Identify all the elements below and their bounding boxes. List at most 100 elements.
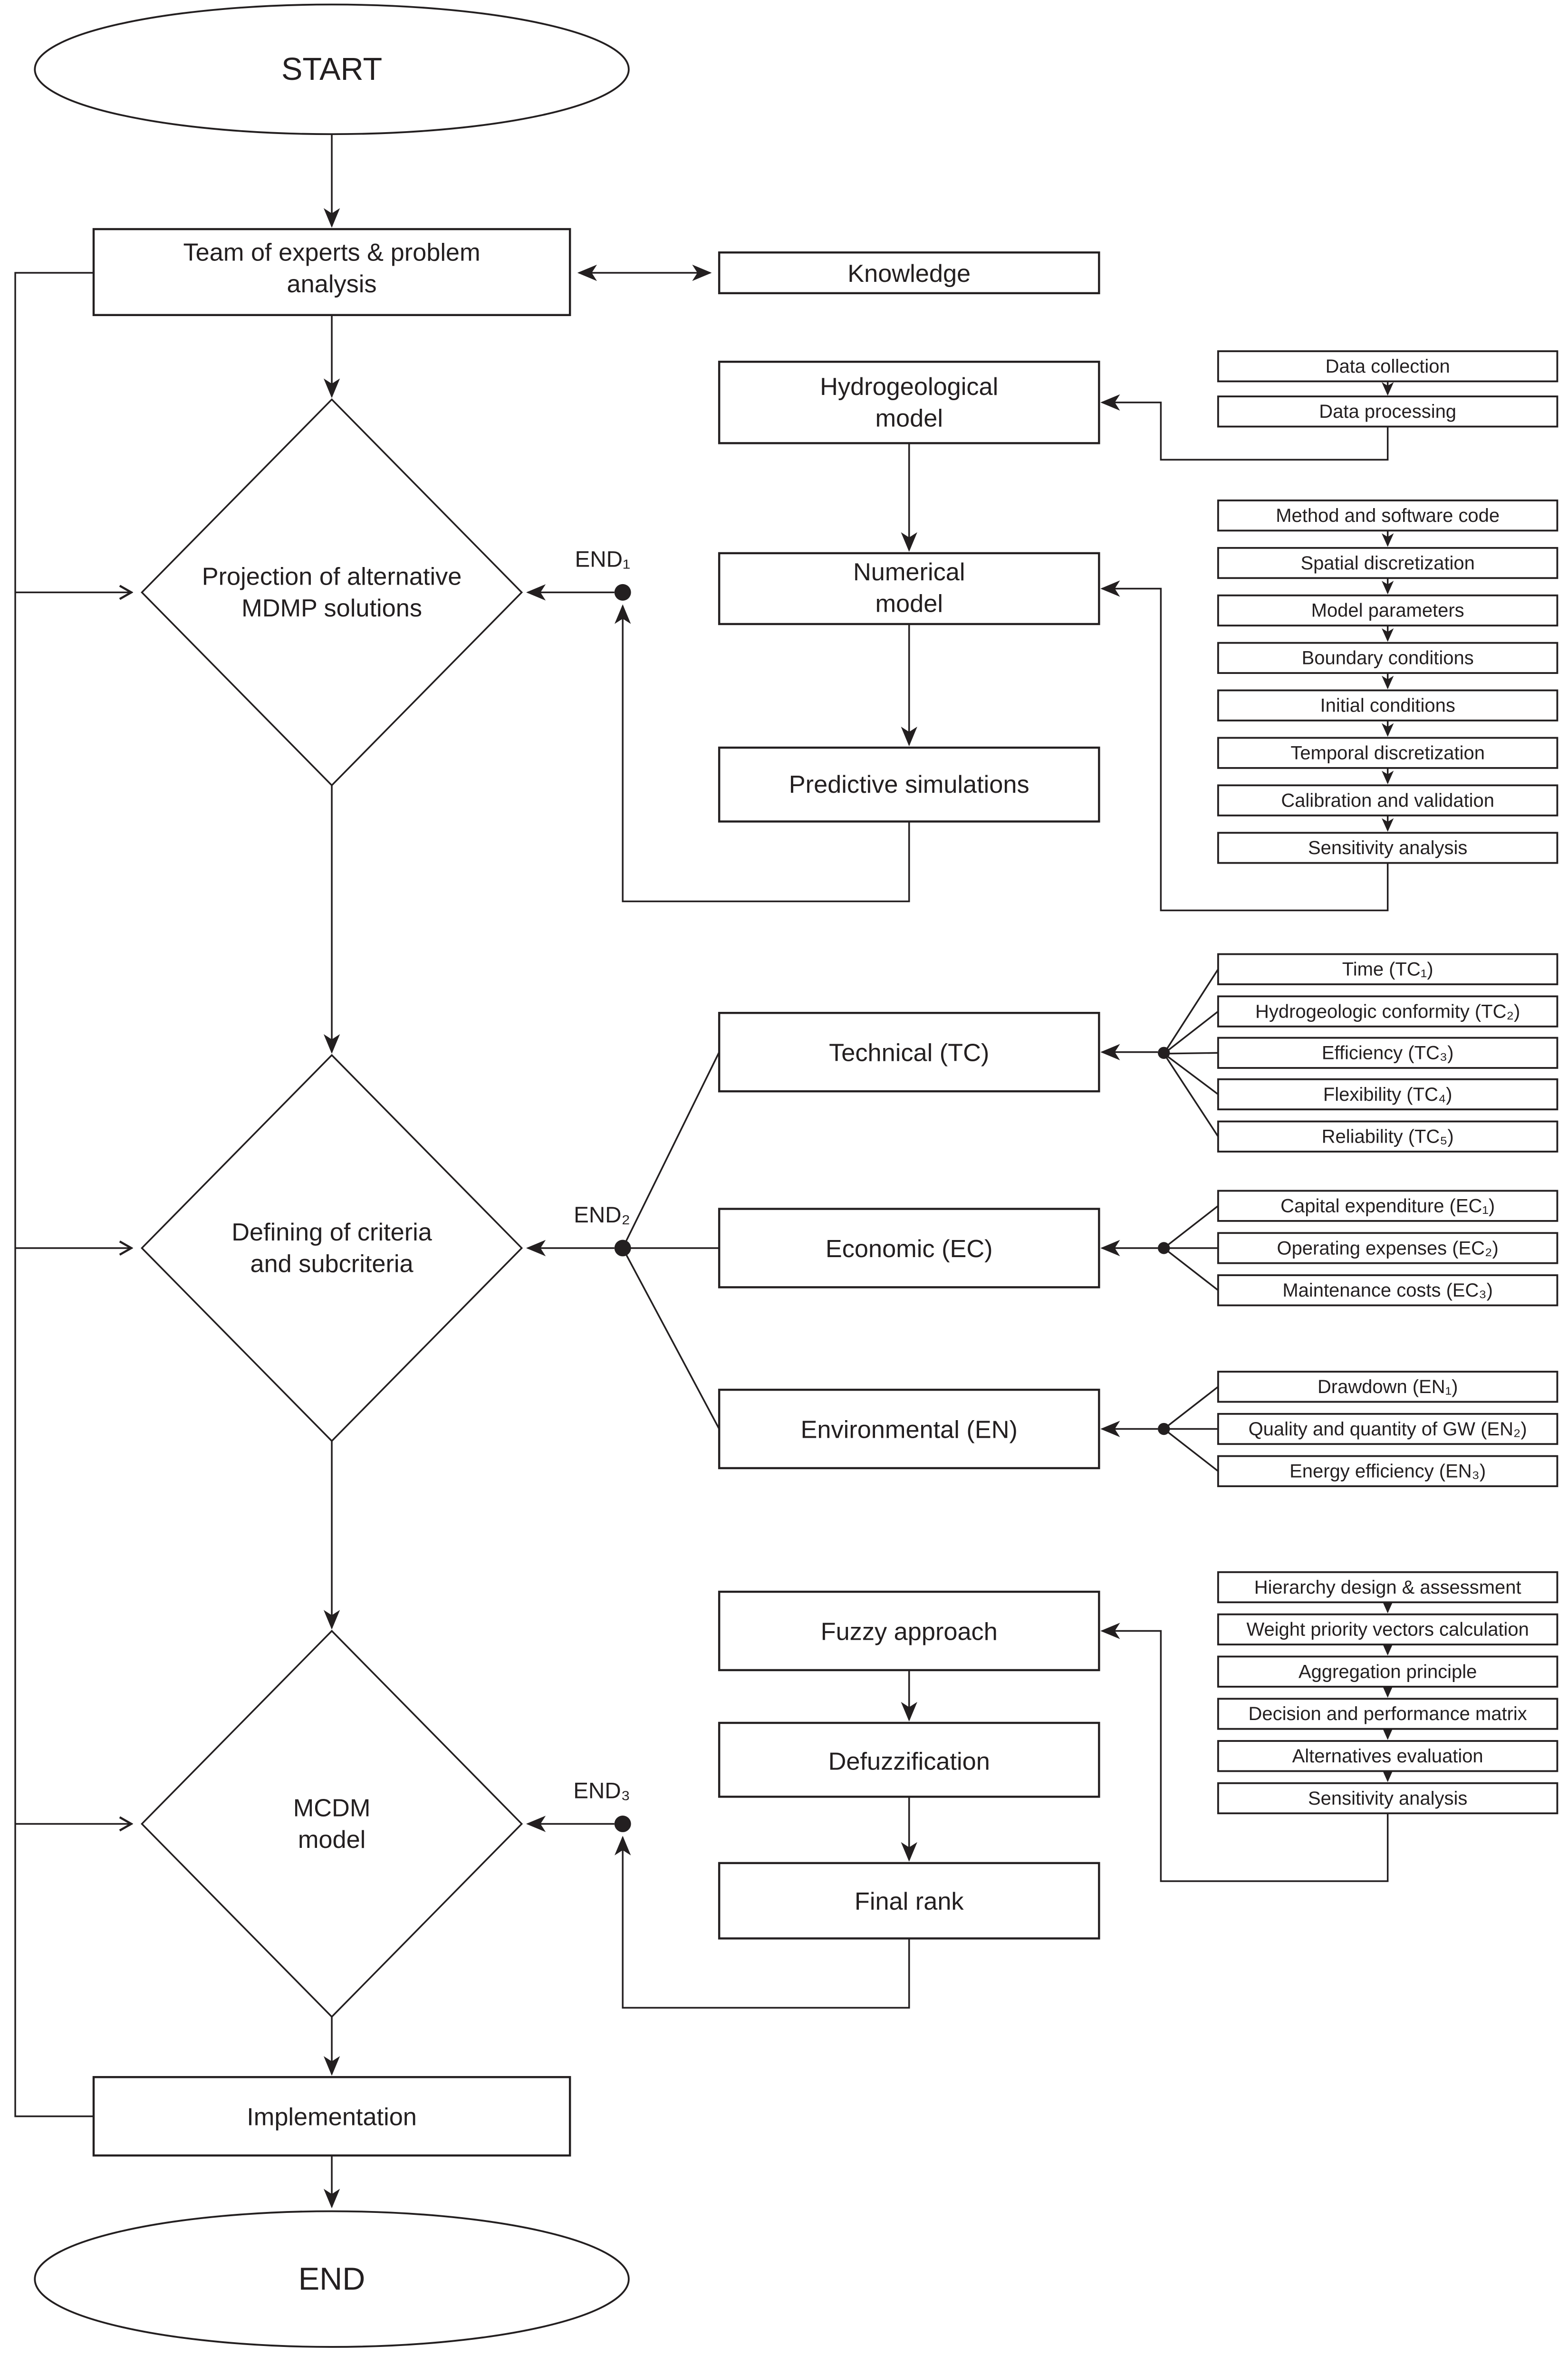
model-step-box	[1217, 737, 1558, 769]
end3-junction-dot	[614, 1816, 631, 1832]
ec-subcriterion-label: Capital expenditure (EC₁)	[1280, 1195, 1495, 1216]
mcdm-diamond-label-line2: model	[298, 1826, 366, 1854]
end3-label: END₃	[573, 1779, 630, 1804]
implementation-box	[92, 2076, 571, 2157]
edge-ecfan-line-1	[1163, 1205, 1219, 1249]
ec-subcriterion-box	[1217, 1232, 1558, 1264]
mcdm-diamond-label-line1: MCDM	[293, 1795, 371, 1822]
end2-junction-dot	[614, 1240, 631, 1257]
en-subcriterion-label: Drawdown (EN₁)	[1318, 1376, 1458, 1397]
defining-diamond-label-line1: Defining of criteria	[231, 1219, 432, 1246]
mcdm-step-box	[1217, 1571, 1558, 1604]
en-subcriterion-label: Energy efficiency (EN₃)	[1289, 1461, 1486, 1482]
final-rank-box	[718, 1862, 1100, 1940]
final-rank-label: Final rank	[855, 1888, 964, 1915]
edge-end2-to-environmental	[622, 1248, 720, 1430]
start-label: START	[281, 52, 382, 87]
edge-tcfan-line-5	[1163, 1053, 1219, 1137]
defining-diamond-label-line2: and subcriteria	[250, 1250, 414, 1278]
mcdm-step-box	[1217, 1613, 1558, 1645]
team-of-experts-box	[92, 228, 571, 317]
start-terminator	[34, 3, 630, 135]
model-step-box	[1217, 500, 1558, 532]
model-step-label: Method and software code	[1276, 505, 1500, 526]
edge-enfan-line-1	[1163, 1386, 1219, 1430]
fuzzy-label: Fuzzy approach	[821, 1618, 998, 1646]
predictive-simulations-box	[718, 746, 1100, 823]
hydrogeological-model-box	[718, 360, 1100, 444]
ec-subcriterion-label: Operating expenses (EC₂)	[1277, 1238, 1499, 1259]
tc-subcriterion-label: Flexibility (TC₄)	[1323, 1084, 1453, 1105]
mcdm-step-label: Alternatives evaluation	[1292, 1746, 1483, 1767]
defuzzification-label: Defuzzification	[828, 1748, 990, 1775]
ec-subcriterion-label: Maintenance costs (EC₃)	[1282, 1280, 1493, 1301]
model-step-box	[1217, 832, 1558, 864]
numerical-model-box	[718, 552, 1100, 625]
environmental-label: Environmental (EN)	[801, 1416, 1018, 1444]
economic-criteria-box	[718, 1208, 1100, 1288]
data-collection-label: Data collection	[1326, 356, 1450, 377]
implementation-label: Implementation	[247, 2104, 417, 2131]
technical-label: Technical (TC)	[829, 1039, 989, 1067]
tc-subcriterion-box	[1217, 953, 1558, 985]
numerical-label-line2: model	[875, 590, 943, 618]
en-fan-dot	[1158, 1423, 1170, 1435]
end1-label: END₁	[575, 547, 630, 572]
en-subcriterion-label: Quality and quantity of GW (EN₂)	[1249, 1419, 1527, 1440]
mcdm-decision-diamond	[141, 1630, 523, 2018]
mcdm-step-box	[1217, 1740, 1558, 1772]
mcdm-step-label: Weight priority vectors calculation	[1246, 1619, 1529, 1640]
tc-subcriterion-label: Hydrogeologic conformity (TC₂)	[1255, 1001, 1520, 1022]
edge-dataprocessing-to-hydrogeological	[1100, 394, 1389, 461]
model-step-box	[1217, 547, 1558, 579]
ec-fan-dot	[1158, 1242, 1170, 1254]
edge-modelsteps-to-numerical	[1100, 580, 1389, 912]
projection-diamond-label-line1: Projection of alternative	[202, 563, 462, 591]
edge-mcdmsteps-to-fuzzy	[1100, 1623, 1389, 1882]
data-processing-label: Data processing	[1319, 401, 1456, 422]
edge-finalrank-loop-to-end3	[614, 1836, 910, 2009]
model-step-label: Initial conditions	[1320, 695, 1455, 716]
mcdm-step-label: Hierarchy design & assessment	[1254, 1577, 1521, 1598]
edge-expert-feedback-bus	[14, 272, 94, 2117]
end-label: END	[298, 2261, 366, 2297]
mcdm-step-label: Aggregation principle	[1299, 1661, 1477, 1682]
knowledge-box	[718, 251, 1100, 295]
tc-fan-dot	[1158, 1047, 1170, 1059]
tc-subcriterion-box	[1217, 1120, 1558, 1153]
hydrogeological-label-line1: Hydrogeological	[820, 373, 998, 401]
edge-end2-to-technical	[622, 1051, 720, 1249]
en-subcriterion-box	[1217, 1413, 1558, 1445]
tc-subcriterion-box	[1217, 1078, 1558, 1111]
edge-tcfan-line-1	[1163, 969, 1219, 1054]
projection-decision-diamond	[141, 398, 523, 787]
model-step-label: Sensitivity analysis	[1308, 837, 1467, 858]
en-subcriterion-box	[1217, 1371, 1558, 1403]
edge-tcfan-line-2	[1163, 1010, 1219, 1055]
en-subcriterion-box	[1217, 1455, 1558, 1487]
model-step-box	[1217, 784, 1558, 817]
model-step-label: Calibration and validation	[1281, 790, 1494, 811]
model-step-box	[1217, 642, 1558, 674]
model-step-label: Spatial discretization	[1300, 553, 1474, 574]
mcdm-step-label: Sensitivity analysis	[1308, 1788, 1467, 1809]
tc-subcriterion-box	[1217, 995, 1558, 1028]
model-step-label: Model parameters	[1311, 600, 1464, 621]
defining-decision-diamond	[141, 1054, 523, 1442]
tc-subcriterion-label: Time (TC₁)	[1342, 959, 1433, 980]
projection-diamond-label-line2: MDMP solutions	[241, 595, 422, 622]
economic-label: Economic (EC)	[826, 1235, 993, 1263]
team-label-line2: analysis	[287, 270, 377, 298]
mcdm-step-box	[1217, 1655, 1558, 1688]
data-collection-box	[1217, 350, 1558, 383]
edge-tcfan-line-3	[1164, 1052, 1218, 1055]
environmental-criteria-box	[718, 1388, 1100, 1470]
ec-subcriterion-box	[1217, 1274, 1558, 1307]
technical-criteria-box	[718, 1011, 1100, 1093]
data-processing-box	[1217, 395, 1558, 428]
edge-tcfan-line-4	[1163, 1053, 1219, 1095]
mcdm-step-box	[1217, 1782, 1558, 1815]
end-terminator	[34, 2210, 630, 2348]
tc-subcriterion-label: Efficiency (TC₃)	[1322, 1043, 1454, 1064]
